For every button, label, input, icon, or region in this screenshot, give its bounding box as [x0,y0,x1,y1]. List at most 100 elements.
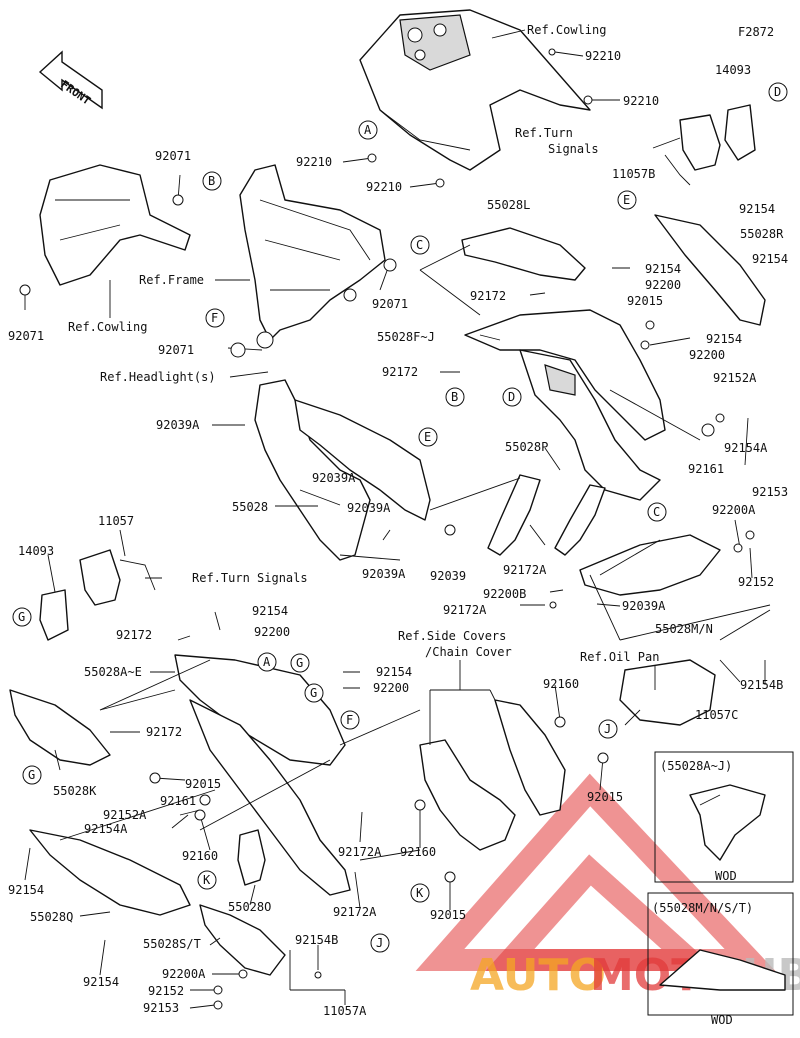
label-55028ae: 55028A~E [84,665,142,679]
inset-box-55028mnst [647,892,794,1016]
callout-h-lower: G [290,653,310,673]
cowl-55028-drawing [254,379,431,561]
callout-g-lower: G [304,683,324,703]
ref-cowling-upper-drawing [359,9,591,171]
label-92160: 92160 [400,845,436,859]
bracket-55028o-drawing [237,829,266,886]
callout-g-left: G [22,765,42,785]
label-55028st: 55028S/T [143,937,201,951]
label-ref-headlights: Ref.Headlight(s) [100,370,216,384]
label-92154: 92154 [252,604,288,618]
label-92200: 92200 [689,348,725,362]
turn-signal-assy-right-drawing [664,104,756,186]
watermark-text-auto: AUTO [470,950,606,1001]
label-92039a: 92039A [156,418,200,432]
label-ref-frame: Ref.Frame [139,273,204,287]
label-ref-cowling-left: Ref.Cowling [68,320,147,334]
label-92160: 92160 [182,849,218,863]
label-92172a: 92172A [443,603,487,617]
label-92200a: 92200A [162,967,206,981]
label-11057: 11057 [98,514,134,528]
label-92154: 92154 [8,883,44,897]
svg-text:K: K [416,886,424,900]
svg-text:C: C [653,505,660,519]
label-92152: 92152 [738,575,774,589]
label-92154a: 92154A [724,441,768,455]
label-92154a: 92154A [84,822,128,836]
callout-a-lower: A [257,652,277,672]
callout-h-left: G [12,607,32,627]
label-92015: 92015 [185,777,221,791]
label-ref-side-covers: Ref.Side Covers [398,629,506,643]
callout-f-top: F [205,308,225,328]
panel-55028r-drawing [654,214,766,326]
label-92039a: 92039A [362,567,406,581]
svg-text:J: J [376,936,383,950]
label-14093: 14093 [18,544,54,558]
svg-text:J: J [604,722,611,736]
callout-k-right: K [410,883,430,903]
panel-55028k-drawing [9,689,111,766]
label-55028k: 55028K [53,784,97,798]
svg-text:K: K [203,873,211,887]
label-55028mn: 55028M/N [655,622,713,636]
label-92071: 92071 [372,297,408,311]
svg-text:G: G [310,686,317,700]
label-92161: 92161 [160,794,196,808]
label-92210: 92210 [366,180,402,194]
callout-k-lower: K [197,870,217,890]
label-92153: 92153 [143,1001,179,1015]
label-55028r: 55028R [740,227,784,241]
callout-c-mid: C [647,502,667,522]
callout-e-mid: E [418,427,438,447]
inset-title-55028aj: (55028A~J) [660,759,732,773]
label-92152: 92152 [148,984,184,998]
front-arrow: FRONT [38,50,103,110]
label-11057a: 11057A [323,1004,367,1018]
ref-side-covers-drawing [419,699,566,851]
svg-text:B: B [208,174,215,188]
label-55028p: 55028P [505,440,548,454]
panel-55028q-drawing [29,829,191,916]
label-ref-cowling-top: Ref.Cowling [527,23,606,37]
label-92172: 92172 [470,289,506,303]
callout-f-lower: F [340,710,360,730]
label-92172: 92172 [116,628,152,642]
label-11057c: 11057C [695,708,738,722]
panel-55028ae-drawing [174,654,351,896]
watermark-logo: AUTO MOTO HUB [415,773,800,1001]
label-55028l: 55028L [487,198,530,212]
callout-e-top: E [617,190,637,210]
fairing-55028fj-drawing [464,309,666,501]
svg-text:F: F [346,713,353,727]
leader-lines [24,29,771,1009]
label-92200: 92200 [254,625,290,639]
label-14093: 14093 [715,63,751,77]
label-55028: 55028 [232,500,268,514]
label-92172a: 92172A [338,845,382,859]
label-55028o: 55028O [228,900,271,914]
label-92172a: 92172A [503,563,547,577]
ref-cowling-bracket-drawing [39,164,191,286]
svg-text:C: C [416,238,423,252]
label-92039a: 92039A [622,599,666,613]
label-92210: 92210 [623,94,659,108]
label-92152a: 92152A [713,371,757,385]
inset-panel-55028mnst-drawing [659,949,786,991]
diagram-code: F2872 [738,25,774,39]
label-92154: 92154 [706,332,742,346]
panel-55028mn-drawing [579,534,721,596]
inset-panel-55028aj-drawing [689,784,766,861]
fasteners [19,48,755,1010]
label-ref-chain-cover: /Chain Cover [425,645,512,659]
label-92071: 92071 [8,329,44,343]
label-92152a: 92152A [103,808,147,822]
ref-frame-drawing [239,164,386,349]
label-92210: 92210 [585,49,621,63]
label-92015: 92015 [627,294,663,308]
callout-c-top: C [410,235,430,255]
callout-b-top: B [202,171,222,191]
label-92154: 92154 [739,202,775,216]
callout-b-mid: B [445,387,465,407]
